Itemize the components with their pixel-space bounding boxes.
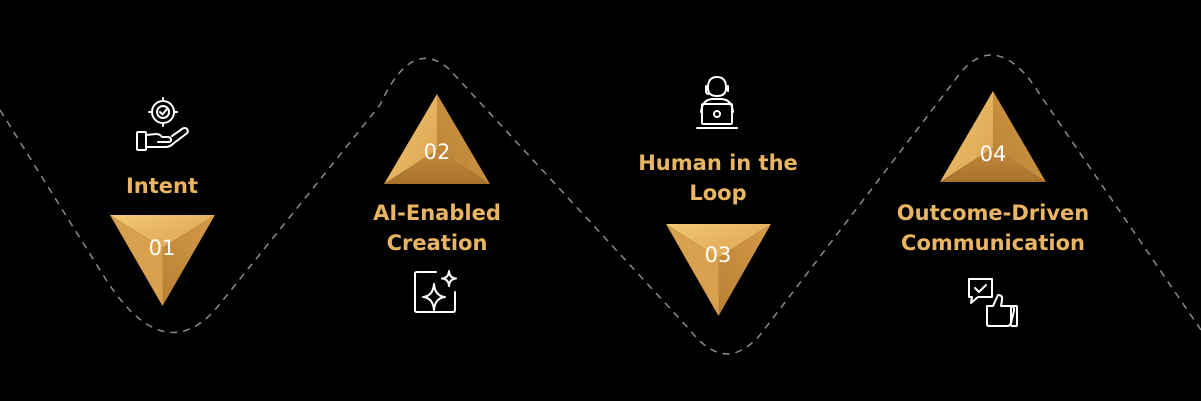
step-03-title: Human in the Loop (616, 148, 820, 208)
chat-thumbs-up-icon (968, 278, 1018, 327)
step-04-title: Outcome-Driven Communication (878, 198, 1108, 258)
step-02-triangle: 02 (384, 94, 490, 184)
step-04-number: 04 (980, 142, 1007, 166)
step-02-title-line1: AI-Enabled (373, 201, 501, 225)
sparkle-frame-icon (414, 270, 457, 313)
step-01-title: Intent (102, 171, 222, 201)
connector-path (0, 54, 1201, 355)
step-02-number: 02 (424, 140, 451, 164)
step-03-title-line2: Loop (689, 181, 747, 205)
step-02-title: AI-Enabled Creation (347, 198, 527, 258)
step-01-triangle: 01 (110, 215, 215, 306)
step-04-title-line1: Outcome-Driven (896, 201, 1090, 225)
step-03-triangle: 03 (666, 224, 771, 316)
step-01-title-line1: Intent (125, 174, 199, 198)
step-03-number: 03 (705, 243, 732, 267)
step-02-title-line2: Creation (386, 231, 488, 255)
step-03-title-line1: Human in the (638, 151, 798, 175)
step-04-title-line2: Communication (901, 231, 1085, 255)
target-hand-icon (136, 97, 189, 151)
person-laptop-icon (696, 76, 738, 129)
step-04-triangle: 04 (940, 91, 1046, 182)
step-01-number: 01 (149, 236, 176, 260)
